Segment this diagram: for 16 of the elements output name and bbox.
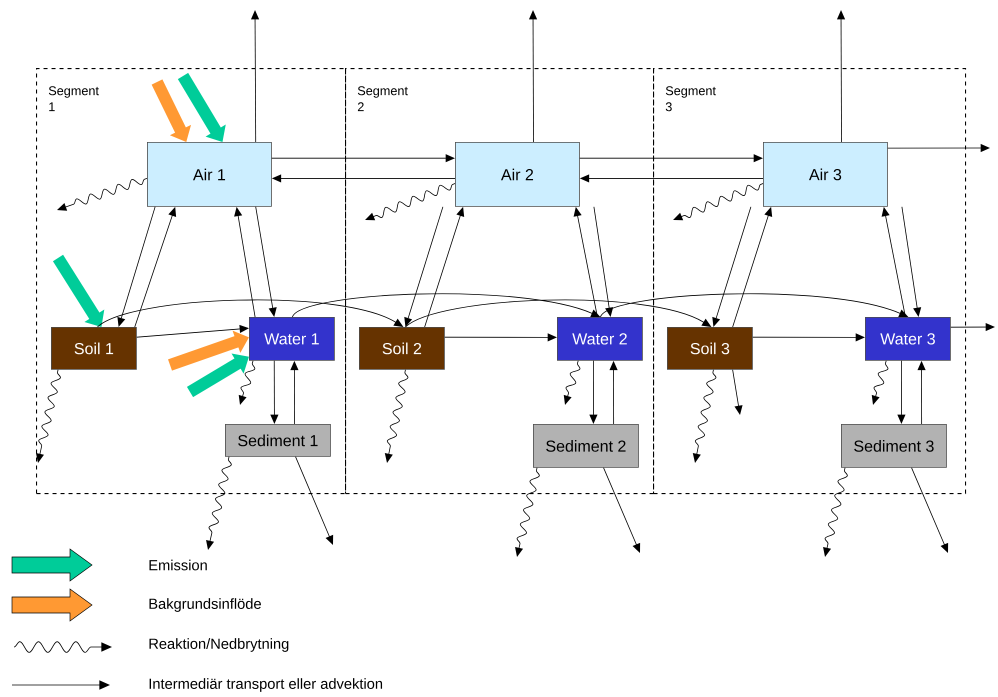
water-box: Water 1 — [249, 317, 335, 361]
water-box: Water 3 — [865, 317, 951, 361]
legend-text: Reaktion/Nedbrytning — [149, 638, 288, 652]
soil-box: Soil 1 — [51, 327, 137, 370]
sediment-box: Sediment 1 — [225, 424, 331, 457]
water-box: Water 2 — [557, 317, 643, 361]
soil-box: Soil 2 — [359, 327, 445, 370]
legend-text: Intermediär transport eller advektion — [150, 678, 382, 692]
air-box: Air 1 — [147, 142, 272, 207]
sediment-box: Sediment 3 — [841, 424, 947, 468]
soil-box: Soil 3 — [667, 327, 753, 370]
air-box: Air 2 — [455, 142, 580, 207]
air-box: Air 3 — [763, 142, 888, 207]
legend-text: Emission — [149, 560, 207, 570]
legend-text: Bakgrundsinflöde — [149, 598, 261, 612]
sediment-box: Sediment 2 — [533, 424, 639, 468]
